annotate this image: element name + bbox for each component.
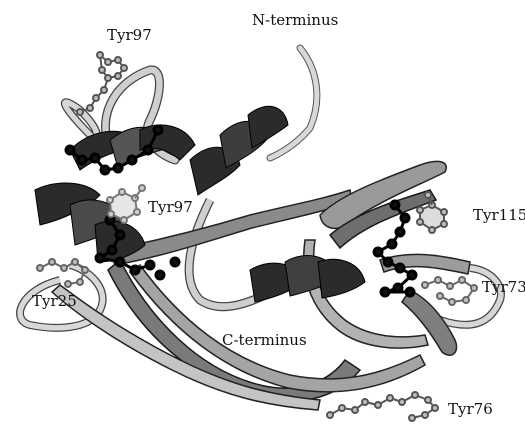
tyr76-label: Tyr76 — [448, 400, 493, 418]
tyr97-inner-label: Tyr97 — [148, 198, 193, 216]
n-terminus-label: N-terminus — [252, 11, 338, 29]
tyr25-label: Tyr25 — [32, 292, 77, 310]
tyr115-label: Tyr115 — [473, 206, 525, 224]
tyr73-label: Tyr73 — [482, 278, 525, 296]
c-terminus-label: C-terminus — [222, 331, 307, 349]
tyr97-top-label: Tyr97 — [107, 26, 152, 44]
